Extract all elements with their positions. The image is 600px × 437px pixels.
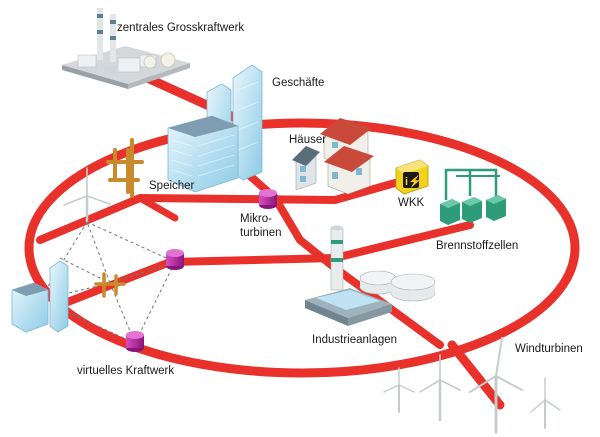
grid-line-speicher <box>136 194 179 222</box>
wind-turbine-left <box>63 167 111 224</box>
label-haeuser: Häuser <box>289 134 326 146</box>
label-speicher: Speicher <box>149 180 195 192</box>
grid-ring <box>24 118 580 378</box>
grid-line-wind-spur <box>447 340 505 410</box>
label-mikro-line1: Mikro- <box>240 213 272 225</box>
wind-turbine-4 <box>530 377 561 429</box>
storage-cylinder-upper-icon <box>166 249 184 270</box>
industry-illustration <box>305 225 436 326</box>
fuel-cells-illustration <box>440 168 506 225</box>
storage-illustration <box>106 138 144 198</box>
grid-line-left-cross <box>36 179 399 244</box>
virtual-cluster-storage <box>94 272 126 298</box>
label-grosskraftwerk: zentrales Grosskraftwerk <box>117 22 244 34</box>
svg-text:i⚡: i⚡ <box>405 175 422 188</box>
label-virtuelles-kraftwerk: virtuelles Kraftwerk <box>77 365 174 377</box>
grid-line-mikro-diag <box>228 156 339 272</box>
micro-turbine-icon <box>259 189 277 209</box>
houses-illustration <box>292 118 374 195</box>
power-plant-illustration <box>62 8 190 89</box>
virtual-cluster-buildings <box>11 260 69 333</box>
label-mikro-line2: turbinen <box>240 227 282 239</box>
wind-turbine-2 <box>419 354 461 422</box>
lightning-icon: i⚡ <box>403 172 422 188</box>
wind-turbines-illustration <box>383 337 561 434</box>
wind-turbine-1 <box>383 367 415 413</box>
storage-cylinder-lower-icon <box>126 331 144 352</box>
grid-network <box>24 57 580 410</box>
wkk-unit: i⚡ <box>395 159 429 195</box>
label-brennstoffzellen: Brennstoffzellen <box>436 240 518 252</box>
label-industrieanlagen: Industrieanlagen <box>312 334 397 346</box>
label-windturbinen: Windturbinen <box>515 343 583 355</box>
office-buildings-illustration <box>167 64 263 193</box>
label-geschaefte: Geschäfte <box>272 77 324 89</box>
wind-turbine-3 <box>469 337 523 434</box>
label-wkk: WKK <box>398 197 425 209</box>
